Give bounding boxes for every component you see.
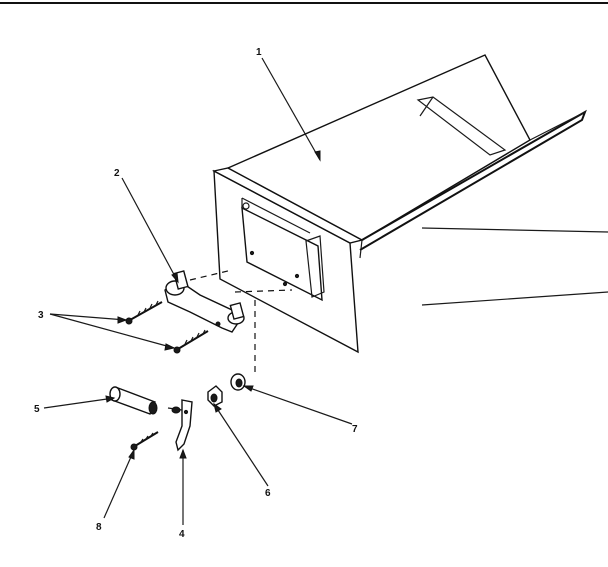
callout-4: 4 xyxy=(179,529,185,540)
callout-1: 1 xyxy=(256,47,262,58)
callout-6: 6 xyxy=(265,488,271,499)
part-4-clip-bracket xyxy=(167,399,193,452)
part-3-screw-lower xyxy=(173,329,209,354)
callout-5: 5 xyxy=(34,404,40,415)
part-8-screw xyxy=(130,431,159,451)
part-6-nut xyxy=(207,385,223,407)
leader-lines xyxy=(43,57,353,525)
callout-3: 3 xyxy=(38,310,44,321)
part-7-washer xyxy=(230,373,246,391)
part-3-screw-upper xyxy=(125,300,163,325)
callout-2: 2 xyxy=(114,168,120,179)
callout-8: 8 xyxy=(96,522,102,533)
part-1-chute-assembly xyxy=(211,54,608,372)
part-5-spacer xyxy=(109,386,158,415)
callout-7: 7 xyxy=(352,424,358,435)
